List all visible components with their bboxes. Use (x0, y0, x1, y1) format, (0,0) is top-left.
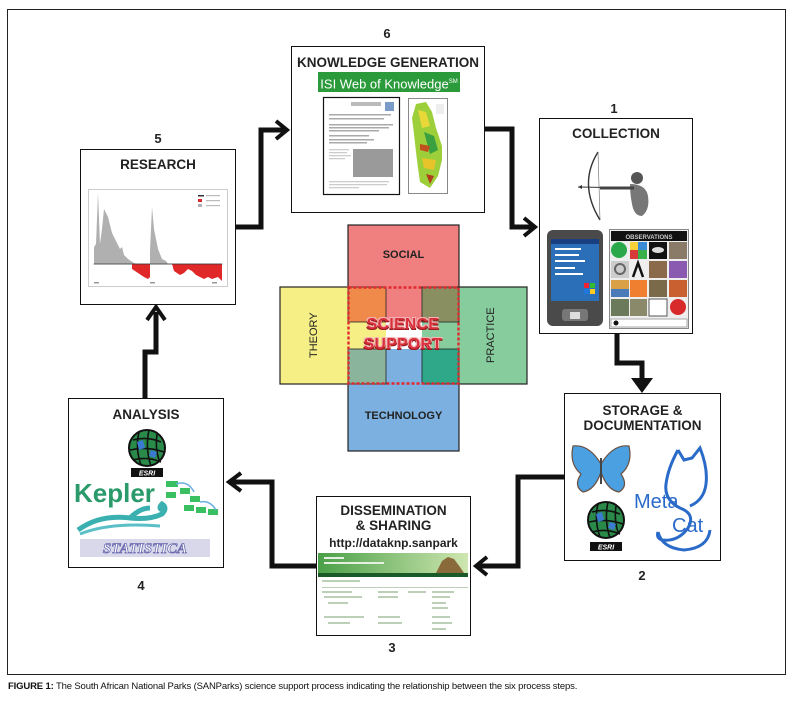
arrowhead-analysis-to-research (145, 303, 167, 322)
step-number-6: 6 (383, 26, 391, 41)
butterfly-logo (571, 445, 631, 493)
core-dashed-border (347, 286, 460, 385)
step-number-2: 2 (638, 568, 646, 583)
core-center (386, 322, 422, 349)
support-label: SUPPORT (363, 336, 443, 353)
esri-globe-logo: ESRI (128, 429, 166, 478)
isi-label: ISI Web of Knowledge (320, 76, 449, 92)
arrow-analysis-to-research (142, 312, 159, 398)
chart-negative-area (132, 264, 222, 281)
metacat-label-cat: Cat (672, 515, 704, 537)
metacat-label-meta: Meta (634, 491, 679, 513)
arrowhead-dissemination-to-analysis (225, 471, 243, 493)
kepler-label: Kepler (74, 478, 155, 508)
social-block (347, 224, 460, 292)
step-title: COLLECTION (572, 126, 660, 141)
step-title-line1: DISSEMINATION (340, 503, 447, 518)
social-label: SOCIAL (382, 249, 425, 261)
step-title-line1: STORAGE & (602, 403, 683, 418)
figure-caption: FIGURE 1: The South African National Par… (8, 681, 577, 692)
caption-label: FIGURE 1: (8, 681, 54, 692)
esri-label: ESRI (139, 471, 156, 478)
arrow-storage-to-dissemination (478, 474, 564, 569)
arrow-knowledge-to-collection (484, 126, 533, 230)
figure-frame (7, 9, 786, 675)
step-title: RESEARCH (120, 157, 196, 172)
overlap-practice-technology (421, 348, 460, 385)
statistica-logo: STATISTICA (80, 539, 210, 557)
practice-label: PRACTICE (485, 307, 497, 364)
step-box-storage: STORAGE & DOCUMENTATION (564, 393, 721, 561)
data-repository-screenshot (318, 553, 468, 630)
arrow-collection-to-storage (614, 333, 645, 382)
core-practice (422, 322, 459, 349)
archer-illustration (577, 151, 649, 221)
metacat-logo: Meta Cat (634, 445, 712, 552)
vegetation-map-thumbnail (408, 98, 448, 194)
science-label: SCIENCE (366, 316, 440, 333)
arrow-research-to-knowledge (235, 127, 285, 230)
core-theory (348, 322, 386, 349)
step-title: ANALYSIS (112, 407, 180, 422)
time-series-chart (88, 189, 228, 287)
arrowhead-knowledge-to-collection (522, 216, 539, 238)
step-number-4: 4 (137, 578, 145, 593)
practice-block (457, 286, 528, 385)
isi-web-of-knowledge-logo: ISI Web of KnowledgeSM (318, 72, 460, 92)
isi-mark: SM (448, 79, 458, 85)
step-title-line2: & SHARING (355, 518, 432, 533)
esri-globe-logo-storage: ESRI (587, 501, 625, 552)
pda-device (547, 230, 603, 326)
arrow-dissemination-to-analysis (232, 479, 316, 569)
observations-app-screen: OBSERVATIONS (609, 229, 689, 329)
overlap-theory-technology (347, 348, 387, 385)
science-support-label: SCIENCE SUPPORT (348, 315, 458, 355)
step-title: KNOWLEDGE GENERATION (297, 55, 479, 70)
journal-article-thumbnail (322, 96, 401, 196)
esri-label: ESRI (598, 545, 615, 552)
statistica-label: STATISTICA (103, 541, 187, 557)
theory-block (279, 286, 350, 385)
theory-label: THEORY (308, 312, 320, 359)
technology-label: TECHNOLOGY (364, 410, 443, 422)
arrowhead-research-to-knowledge (274, 119, 291, 141)
observations-title: OBSERVATIONS (625, 235, 672, 241)
arrowhead-storage-to-dissemination (472, 555, 489, 577)
chart-positive-area (94, 193, 168, 264)
step-number-1: 1 (610, 101, 618, 116)
caption-text: The South African National Parks (SANPar… (53, 681, 578, 692)
step-title-line2: DOCUMENTATION (583, 418, 702, 433)
kepler-logo: Kepler (74, 478, 218, 536)
arrowhead-collection-to-storage (631, 378, 653, 393)
repository-url: http://dataknp.sanpark (329, 536, 458, 550)
step-number-3: 3 (388, 640, 396, 655)
step-number-5: 5 (154, 131, 162, 146)
overlap-social-theory (347, 286, 387, 323)
